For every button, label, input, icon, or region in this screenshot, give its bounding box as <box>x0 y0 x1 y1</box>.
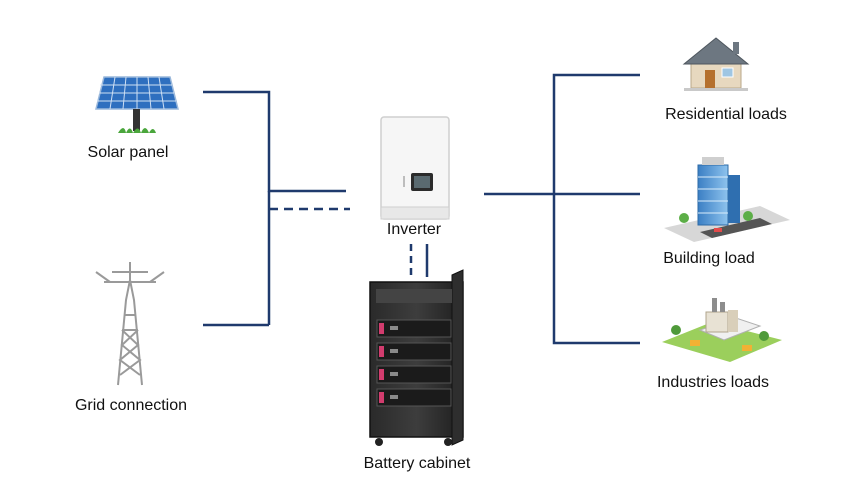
solar-panel-icon <box>95 76 179 133</box>
transmission-tower-icon <box>95 262 165 386</box>
battery-cabinet-icon <box>369 269 464 446</box>
battery-modules <box>376 319 452 407</box>
industries-loads-label: Industries loads <box>656 374 770 391</box>
grid-connection-label: Grid connection <box>74 397 188 414</box>
house-icon <box>682 37 750 91</box>
office-building-icon <box>664 157 790 242</box>
inverter-label: Inverter <box>386 221 442 238</box>
solar-link-line <box>203 90 346 193</box>
inverter-icon <box>380 116 450 220</box>
solar-panel-label: Solar panel <box>87 144 169 161</box>
right-bus-line <box>552 73 640 345</box>
residential-loads-label: Residential loads <box>665 106 787 123</box>
connection-lines <box>203 73 640 345</box>
factory-icon <box>662 298 782 362</box>
building-load-label: Building load <box>663 250 755 267</box>
battery-cabinet-label: Battery cabinet <box>363 455 471 472</box>
